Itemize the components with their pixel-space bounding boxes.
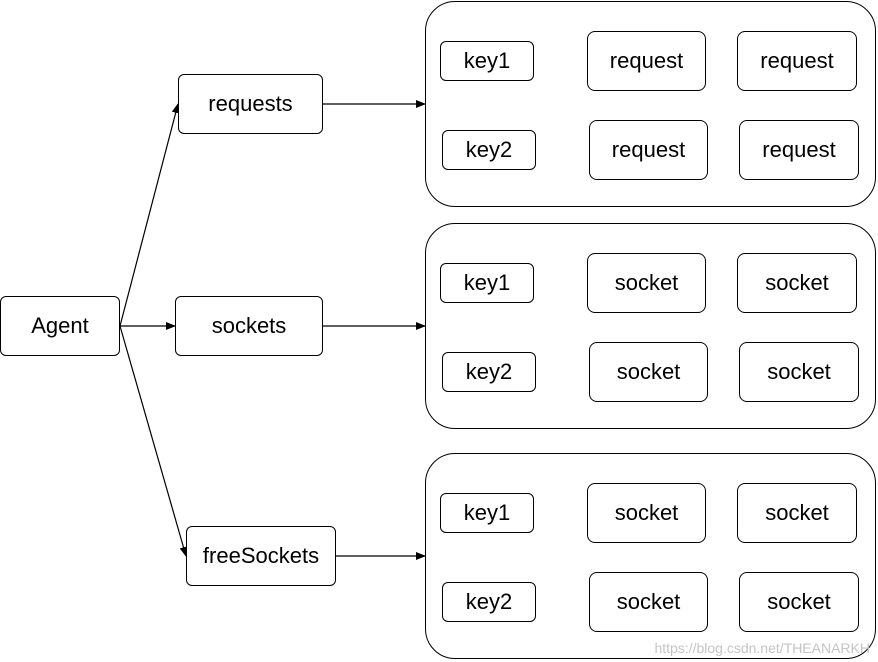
watermark-text: https://blog.csdn.net/THEANARKH: [654, 640, 870, 656]
sockets-row1-item2: socket: [737, 253, 857, 313]
sockets-row2-item1: socket: [589, 342, 708, 402]
free-sockets-row1-item2: socket: [737, 483, 857, 543]
requests-key2: key2: [442, 130, 536, 170]
requests-row2-item1: request: [589, 120, 708, 180]
free-sockets-row2-item2: socket: [739, 572, 859, 632]
arrow-agent-to-requests: [119, 103, 180, 327]
agent-node: Agent: [0, 296, 120, 356]
free-sockets-row1-item1: socket: [587, 483, 706, 543]
sockets-key1: key1: [440, 263, 534, 303]
arrow-agent-to-freesockets: [119, 325, 188, 557]
requests-node: requests: [178, 74, 323, 134]
sockets-row1-item1: socket: [587, 253, 706, 313]
free-sockets-node: freeSockets: [186, 526, 336, 586]
free-sockets-key2: key2: [442, 582, 536, 622]
sockets-node: sockets: [175, 296, 323, 356]
requests-row1-item2: request: [737, 31, 857, 91]
requests-row1-item1: request: [587, 31, 706, 91]
free-sockets-key1: key1: [440, 493, 534, 533]
sockets-row2-item2: socket: [739, 342, 859, 402]
requests-key1: key1: [440, 41, 534, 81]
requests-row2-item2: request: [739, 120, 859, 180]
free-sockets-row2-item1: socket: [589, 572, 708, 632]
sockets-key2: key2: [442, 352, 536, 392]
